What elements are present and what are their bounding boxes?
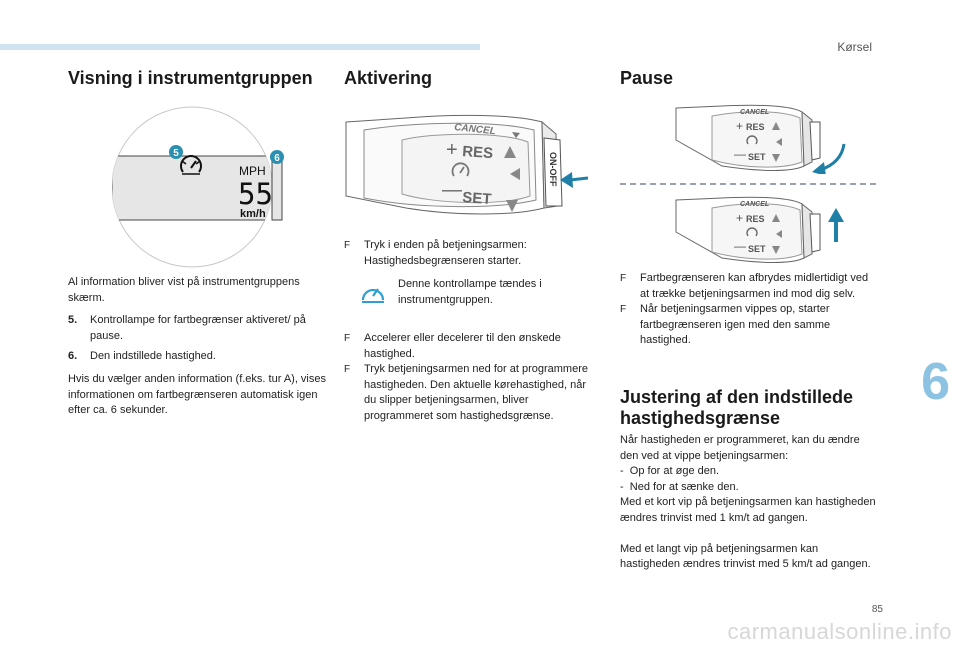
lever-limiter-icon xyxy=(451,162,470,177)
speedometer-limiter-icon xyxy=(180,155,202,175)
limiter-lamp-icon xyxy=(361,288,385,303)
badge-5 xyxy=(169,145,183,159)
svg-text:CANCEL: CANCEL xyxy=(740,109,769,116)
cancel-label: CANCEL xyxy=(454,122,497,137)
note-text: Hvis du vælger anden information (f.eks.… xyxy=(68,373,326,416)
svg-text:+: + xyxy=(736,211,743,225)
heading-visning: Visning i instrumentgruppen xyxy=(68,68,313,88)
adjust-down: - Ned for at sænke den. xyxy=(620,480,739,493)
svg-text:6: 6 xyxy=(274,153,280,164)
legend-item: 5.Kontrollampe for fartbegrænser aktiver… xyxy=(68,314,306,342)
section-label: Kørsel xyxy=(837,40,872,54)
svg-text:—: — xyxy=(734,239,746,253)
header-bar xyxy=(0,44,480,50)
watermark: carmanualsonline.info xyxy=(727,619,952,644)
minus-icon: — xyxy=(442,179,462,201)
heading-justering: Justering af den indstillede hastighedsg… xyxy=(620,387,854,428)
svg-text:+: + xyxy=(736,119,743,133)
heading-pause: Pause xyxy=(620,68,674,88)
svg-text:—: — xyxy=(734,147,746,161)
instrument-display-illustration: 5 6 MPH 55 km/h xyxy=(112,106,284,268)
lever-pull-illustration: CANCEL + RES — SET xyxy=(675,104,846,174)
adjust-up: - Op for at øge den. xyxy=(620,465,720,477)
adjust-intro: Når hastigheden er programmeret, kan du … xyxy=(620,434,860,462)
set-speed: 55 xyxy=(238,177,273,211)
svg-text:CANCEL: CANCEL xyxy=(740,201,769,208)
page-number: 85 xyxy=(871,604,883,615)
intro-text: Al information bliver vist på instrument… xyxy=(68,276,300,304)
unit-mph: MPH xyxy=(239,164,266,178)
chapter-number: 6 xyxy=(921,353,950,411)
lever-up-illustration: CANCEL + RES — SET xyxy=(675,196,844,263)
svg-text:RES: RES xyxy=(746,214,765,224)
lamp-text: Denne kontrollampe tændes i instrumentgr… xyxy=(398,278,542,306)
unit-kmh: km/h xyxy=(240,208,266,220)
adjust-long: Med et langt vip på betjeningsarmen kan … xyxy=(620,542,871,571)
svg-text:5: 5 xyxy=(173,148,179,159)
plus-icon: + xyxy=(446,139,458,161)
set-label: SET xyxy=(462,189,492,208)
legend-item: 6.Den indstillede hastighed. xyxy=(68,350,216,362)
res-label: RES xyxy=(462,143,494,162)
heading-aktivering: Aktivering xyxy=(344,68,433,88)
adjust-short: Med et kort vip på betjeningsarmen kan h… xyxy=(620,496,876,524)
svg-text:SET: SET xyxy=(748,152,766,162)
badge-6 xyxy=(270,150,284,164)
svg-text:RES: RES xyxy=(746,122,765,132)
onoff-label: ON-OFF xyxy=(548,152,558,187)
divider-dashed xyxy=(620,183,876,185)
legend-list: 5.Kontrollampe for fartbegrænser aktiver… xyxy=(68,313,326,365)
push-arrow-icon xyxy=(560,172,588,188)
lever-activation-illustration: CANCEL + RES — SET ON-OFF xyxy=(345,114,588,215)
svg-text:SET: SET xyxy=(748,244,766,254)
pull-arrow-icon xyxy=(812,143,846,174)
up-arrow-icon xyxy=(828,208,844,242)
